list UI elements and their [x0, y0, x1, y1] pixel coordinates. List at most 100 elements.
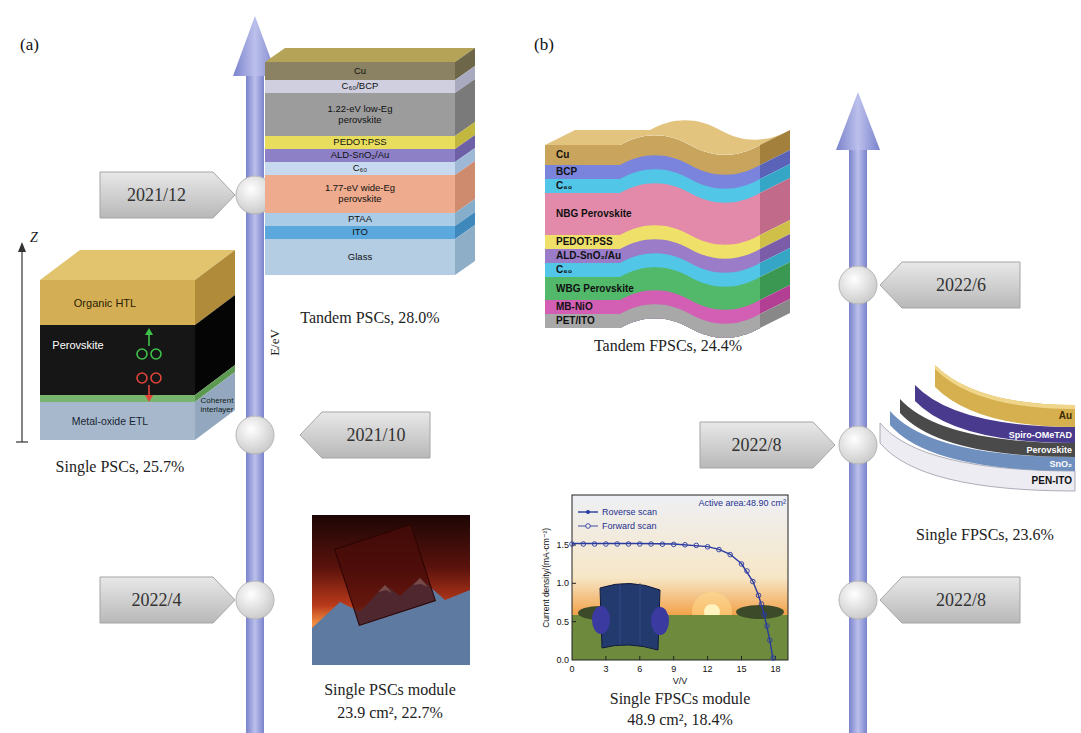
timeline-dot [236, 581, 274, 619]
module-photo [312, 515, 470, 665]
date-text: 2022/4 [131, 590, 181, 611]
panel-label: (b) [534, 35, 554, 55]
tandem-stack [265, 213, 455, 226]
timeline-arrow [836, 92, 880, 733]
jv-chart [649, 542, 654, 547]
tandem-stack [265, 62, 455, 80]
panel-label: (a) [20, 35, 39, 55]
tick-label: 6 [637, 664, 642, 674]
tandem-stack [265, 149, 455, 162]
caption: 23.9 cm², 22.7% [337, 704, 443, 722]
jv-chart [572, 495, 788, 660]
jv-chart [626, 542, 631, 547]
caption: Single PSCs module [324, 681, 456, 699]
layer-label: C₆₀/BCP [342, 81, 379, 92]
tag-shape [880, 577, 1020, 623]
layer-label: MB-NiO [556, 301, 593, 313]
layer-label: Glass [348, 252, 372, 263]
legend-text: Forward scan [602, 521, 657, 531]
tick-label: 18 [770, 664, 780, 674]
date-tag: 2022/8 [700, 422, 835, 468]
legend-sample [586, 510, 590, 514]
single-cell-block [40, 402, 195, 440]
flexible-tandem-stack [760, 299, 790, 328]
tandem-stack [265, 80, 455, 93]
jv-chart [592, 606, 610, 634]
z-axis [16, 242, 28, 442]
layer-label: Au [1059, 410, 1072, 422]
flexible-tandem-stack [545, 120, 790, 155]
layer-label: NBG Perovskite [556, 208, 632, 220]
flexible-single-stack [880, 365, 1075, 491]
jv-chart [605, 656, 606, 660]
tick-label: 3 [603, 664, 608, 674]
tandem-stack [265, 226, 455, 239]
timeline-dot [839, 581, 877, 619]
module-photo [335, 525, 436, 626]
layer-label: PTAA [348, 214, 372, 225]
date-tag: 2021/12 [100, 172, 235, 218]
layer-label: Cu [556, 149, 569, 161]
jv-chart [745, 569, 750, 574]
caption: Tandem FPSCs, 24.4% [594, 337, 742, 355]
jv-chart [620, 584, 621, 645]
jv-chart [707, 656, 708, 660]
tandem-stack [265, 239, 455, 275]
charge-carrier [145, 328, 153, 335]
module-photo [312, 515, 470, 665]
layer-label: SnO₂ [1050, 459, 1073, 469]
jv-chart [728, 552, 733, 557]
tag-shape [300, 412, 430, 458]
caption: Tandem PSCs, 28.0% [300, 309, 439, 327]
z-axis [21, 250, 22, 442]
tick-label: 0.5 [556, 617, 569, 627]
jv-chart [771, 656, 776, 661]
layer-label: C₆₀ [353, 163, 368, 174]
layer-label: Perovskite [1026, 445, 1072, 455]
date-tag: 2022/4 [100, 577, 235, 623]
jv-chart [694, 543, 699, 548]
charge-carrier [137, 349, 147, 359]
charge-carrier [151, 349, 161, 359]
date-text: 2021/12 [127, 185, 186, 206]
layer-label: ITO [352, 227, 368, 238]
jv-chart [736, 605, 784, 619]
tag-shape [100, 172, 235, 218]
caption: Single FPSCs module [610, 690, 750, 708]
layer-label: ALD-SnO₂/Au [331, 150, 390, 161]
layer-label: Cu [354, 66, 366, 77]
legend-sample [586, 524, 591, 529]
tandem-stack [265, 136, 455, 149]
jv-chart [759, 602, 764, 607]
jv-chart [639, 656, 640, 660]
tandem-stack [265, 162, 455, 175]
layer-label: PEDOT:PSS [556, 236, 613, 248]
layer-label: Perovskite [52, 339, 103, 352]
date-text: 2022/6 [936, 275, 986, 296]
caption: Single FPSCs, 23.6% [916, 526, 1054, 544]
layer-label: Spiro-OMeTAD [1009, 430, 1072, 440]
date-text: 2022/8 [731, 435, 781, 456]
layer-label: PET/ITO [556, 315, 595, 327]
jv-chart [572, 545, 775, 660]
tick-label: 15 [736, 664, 746, 674]
flexible-tandem-stack [545, 290, 760, 500]
charge-carrier [137, 328, 161, 402]
legend-text: Roverse scan [602, 507, 657, 517]
tick-label: 1.5 [556, 540, 569, 550]
tick-label: 0.0 [556, 655, 569, 665]
charge-carrier [148, 334, 150, 346]
timeline-arrow [836, 92, 880, 150]
jv-chart [651, 607, 669, 635]
jv-chart [660, 542, 665, 547]
tandem-stack [455, 225, 475, 275]
jv-chart [572, 495, 788, 660]
jv-chart [671, 542, 676, 547]
layer-label: Coherent interlayer [197, 396, 237, 414]
jv-chart [765, 624, 770, 629]
charge-carrier [151, 373, 161, 383]
date-tag: 2022/8 [880, 577, 1020, 623]
layer-label: WBG Perovskite [556, 283, 634, 295]
single-cell-block [40, 325, 195, 395]
flexible-tandem-stack [545, 304, 760, 514]
